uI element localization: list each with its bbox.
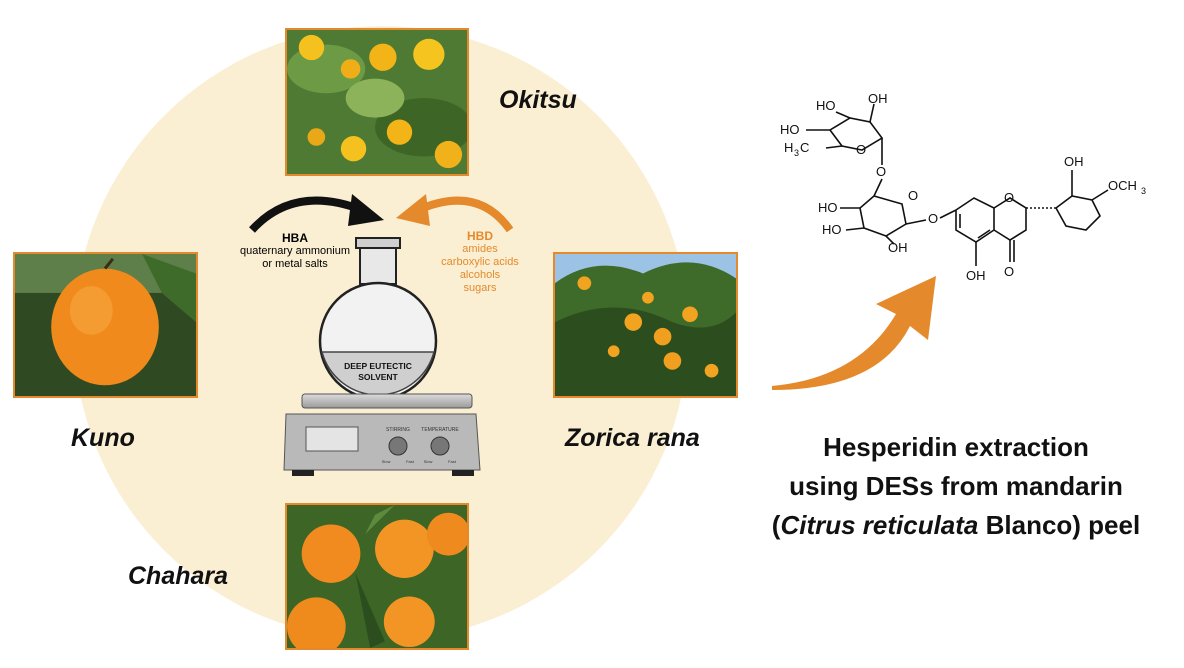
mol-label: OH [1064,154,1084,169]
mol-label: C [800,140,809,155]
hbd-text: HBD amides carboxylic acids alcohols sug… [425,230,535,295]
hesperidin-structure: OH HO HO H 3 C O O OH OCH 3 O HO HO O OH… [780,91,1146,283]
hbd-arrow [396,194,514,233]
hba-title: HBA [282,231,308,245]
flask-label-2: SOLVENT [358,372,398,382]
mol-label: HO [818,200,838,215]
hbd-line: amides [462,243,498,255]
mol-label: O [876,164,886,179]
stirring-label: STIRRING [386,427,410,433]
figure-title: Hesperidin extraction using DESs from ma… [736,428,1176,545]
flask-label-1: DEEP EUTECTIC [344,361,412,371]
mol-label: HO [780,122,800,137]
hbd-line: alcohols [459,269,501,281]
mol-label: OH [868,91,888,106]
stirring-knob [388,436,408,456]
mol-label: H [784,140,793,155]
hbd-title: HBD [467,229,493,243]
hba-arrow [249,194,384,233]
result-arrow [772,276,936,390]
hba-line: quaternary ammonium [239,245,351,257]
title-rest: Blanco) peel [978,510,1141,540]
mol-label: 3 [794,148,799,158]
mol-label: 3 [1141,186,1146,196]
mol-label: OH [966,268,986,283]
knob-label: Fast [406,459,415,464]
hba-line: or metal salts [262,258,328,270]
mol-label: OCH [1108,178,1137,193]
variety-kuno: Kuno [71,424,135,452]
variety-chahara: Chahara [128,562,229,590]
hbd-line: sugars [463,282,497,294]
temperature-knob [430,436,450,456]
mol-label: OH [888,240,908,255]
title-species: Citrus reticulata [780,510,979,540]
temperature-label: TEMPERATURE [421,427,459,433]
variety-zorica-rana: Zorica rana [565,424,700,452]
mol-label: O [856,142,866,157]
hbd-line: carboxylic acids [441,256,519,268]
chahara-photo [285,503,469,650]
mol-label: HO [822,222,842,237]
mol-label: O [1004,264,1014,279]
knob-label: Fast [448,459,457,464]
flask-hotplate-illustration: DEEP EUTECTIC SOLVENT STIRRING TEMPERATU… [283,237,481,476]
title-line-3: (Citrus reticulata Blanco) peel [736,506,1176,545]
knob-label: Slow [382,459,391,464]
hba-text: HBA quaternary ammonium or metal salts [235,232,355,271]
kuno-photo [13,252,198,398]
mol-label: O [1004,190,1014,205]
knob-label: Slow [424,459,433,464]
mol-label: O [908,188,918,203]
variety-okitsu: Okitsu [499,86,577,114]
hotplate-display [305,426,359,452]
mol-label: O [928,211,938,226]
okitsu-photo [285,28,469,176]
title-line-1: Hesperidin extraction [823,432,1089,462]
zorica-rana-photo [553,252,738,398]
mol-label: HO [816,98,836,113]
title-line-2: using DESs from mandarin [789,471,1123,501]
flask-neck [359,243,397,285]
title-paren: ( [771,510,781,540]
